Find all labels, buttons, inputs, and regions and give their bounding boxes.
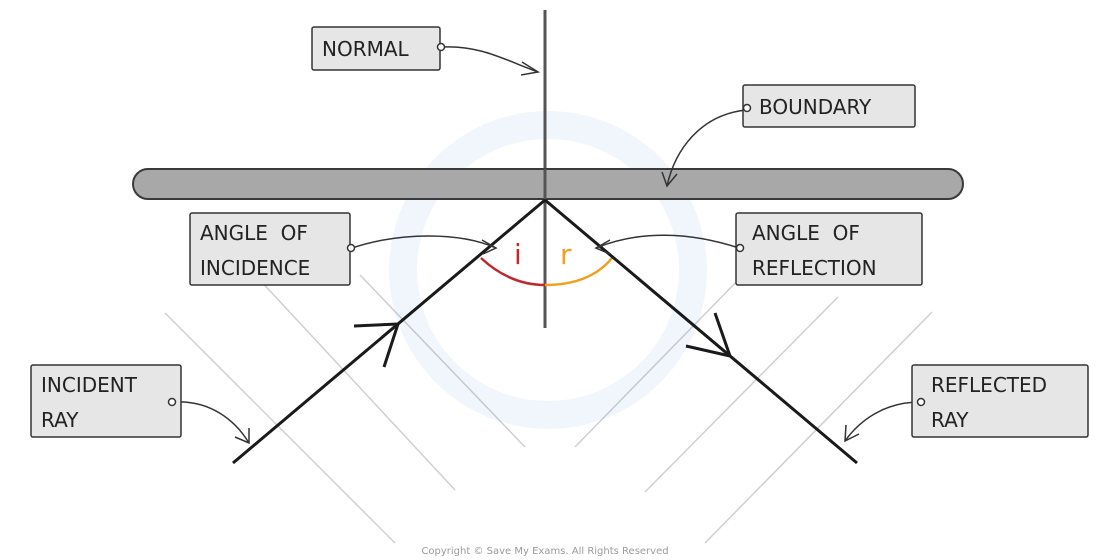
angle-of-reflection-label: ANGLE OF REFLECTION: [735, 212, 923, 286]
normal-label-text: NORMAL: [322, 37, 410, 61]
angle-of-incidence-label: ANGLE OF INCIDENCE: [189, 212, 356, 286]
normal-label: NORMAL: [311, 26, 446, 71]
reflection-angle-arc: [544, 257, 613, 287]
reflected-ray-label: REFLECTED RAY: [911, 364, 1089, 438]
pointer-arrows: [173, 46, 921, 445]
angle-of-reflection-line2: REFLECTION: [752, 256, 877, 280]
incident-ray-arrowhead: [353, 322, 400, 368]
angle-of-incidence-line1: ANGLE OF: [200, 221, 308, 245]
reflected-ray: [544, 198, 858, 465]
reflected-ray-arrowhead: [685, 312, 732, 358]
reflected-ray-line2: RAY: [931, 408, 969, 432]
incident-ray-label: INCIDENT RAY: [30, 364, 182, 438]
boundary-label: BOUNDARY: [742, 84, 916, 128]
incidence-angle-symbol: i: [514, 238, 522, 271]
boundary-label-text: BOUNDARY: [759, 95, 872, 119]
boundary-pointer-arrow: [666, 109, 747, 187]
reflected-ray-pointer-arrow: [844, 401, 921, 442]
incident-ray-line1: INCIDENT: [41, 373, 138, 397]
reflected-ray-line1: REFLECTED: [931, 373, 1047, 397]
boundary-surface: [132, 168, 964, 200]
copyright-notice: Copyright © Save My Exams. All Rights Re…: [421, 546, 668, 557]
incident-ray: [232, 198, 546, 465]
incident-ray-pointer-arrow: [173, 401, 250, 444]
incidence-pointer-arrow: [351, 235, 497, 249]
incident-ray-line2: RAY: [41, 408, 79, 432]
angle-of-incidence-line2: INCIDENCE: [200, 256, 310, 280]
normal-pointer-arrow: [441, 46, 539, 73]
reflection-pointer-arrow: [595, 234, 740, 249]
reflection-angle-symbol: r: [560, 238, 572, 271]
background-hatching: [164, 272, 933, 544]
angle-of-reflection-line1: ANGLE OF: [752, 221, 860, 245]
incidence-angle-arc: [480, 257, 546, 287]
watermark-logo: [389, 111, 707, 429]
